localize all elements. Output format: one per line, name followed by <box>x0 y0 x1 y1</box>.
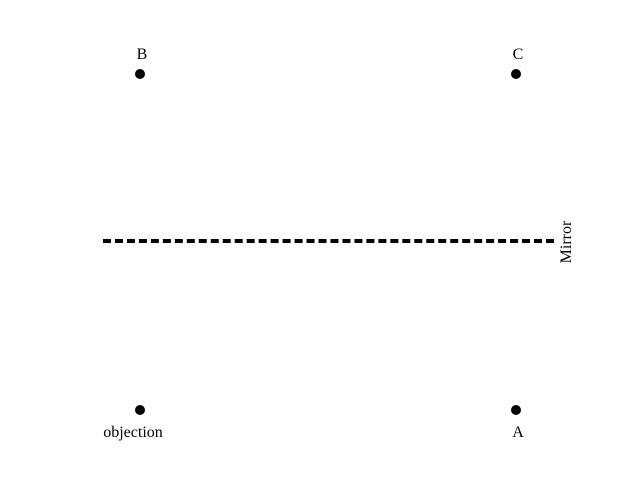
mirror-line <box>103 239 554 243</box>
mirror-label: Mirror <box>558 220 575 264</box>
object-point-dot <box>135 405 145 415</box>
point-a-dot <box>511 405 521 415</box>
object-point-label: objection <box>103 424 163 441</box>
point-a-label: A <box>512 424 524 441</box>
point-c-dot <box>511 69 521 79</box>
point-b-label: B <box>136 46 148 63</box>
point-b-dot <box>135 69 145 79</box>
point-c-label: C <box>512 46 524 63</box>
